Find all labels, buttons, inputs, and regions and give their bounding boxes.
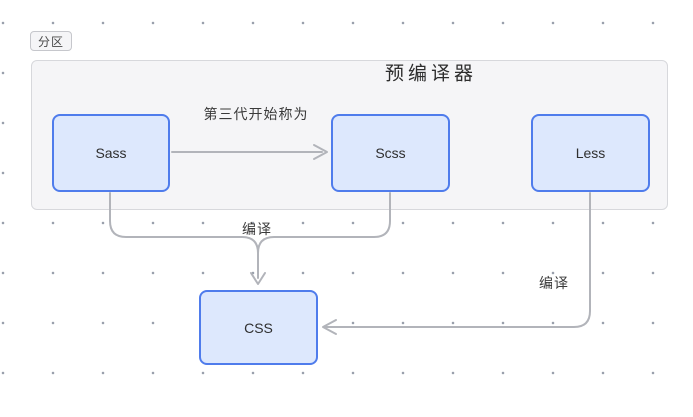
node-sass[interactable]: Sass (52, 114, 170, 192)
arrowhead-right-icon (313, 144, 328, 160)
arrowhead-down-icon (250, 272, 266, 285)
edge-sass-to-css[interactable] (109, 192, 259, 279)
node-scss[interactable]: Scss (331, 114, 450, 192)
partition-badge[interactable]: 分区 (30, 31, 73, 51)
edge-less-to-css[interactable] (324, 192, 591, 328)
edge-label-compile-right[interactable]: 编译 (539, 275, 569, 291)
group-title[interactable]: 预编译器 (384, 63, 478, 85)
edge-label-third-generation[interactable]: 第三代开始称为 (203, 106, 309, 122)
arrowhead-left-icon (322, 319, 337, 335)
edge-label-compile-left[interactable]: 编译 (242, 221, 272, 237)
node-css[interactable]: CSS (199, 290, 318, 365)
edge-scss-to-css[interactable] (257, 192, 391, 254)
node-less[interactable]: Less (531, 114, 650, 192)
